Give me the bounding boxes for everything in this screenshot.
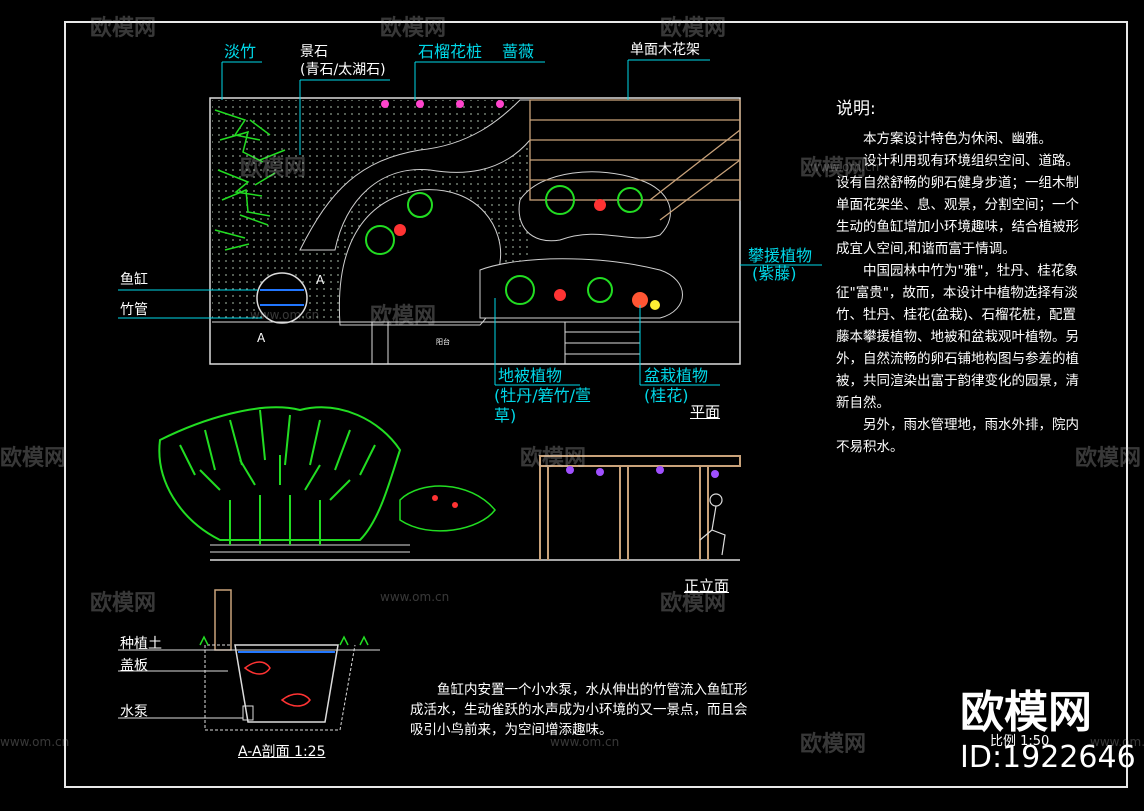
label-zhu-guan: 竹管 [120,302,148,318]
plan-boundary [209,97,741,365]
label-yang-tai: 阳台 [436,338,450,346]
watermark-url: www.om.cn [250,308,320,322]
notes-paragraph: 设计利用现有环境组织空间、道路。设有自然舒畅的卵石健身步道；一组木制单面花架坐、… [836,153,1079,257]
grass-section [199,635,369,646]
section-title: A-A剖面 1:25 [238,744,326,760]
brand-id: ID:1922646 [960,740,1136,775]
drain-pipe [371,321,389,365]
pump-description: 鱼缸内安置一个小水泵，水从伸出的竹管流入鱼缸形成活水，生动雀跃的水声成为小环境的… [410,680,755,740]
watermark-brand: 欧模网 [90,16,157,41]
bamboo-plan [214,109,286,251]
brand-logo: 欧模网 [960,687,1092,738]
watermark-url: www.om.cn [810,160,880,174]
label-mu-hua-jia: 单面木花架 [630,42,700,58]
watermark-url: www.om.cn [380,590,450,604]
label-dan-zhu: 淡竹 [224,42,257,61]
label-pan-yuan: 攀援植物 [748,246,813,265]
watermark-brand: 欧模网 [660,591,727,616]
drawing-frame [64,21,1128,788]
shrub-elevation [399,485,496,532]
pump-description-text: 鱼缸内安置一个小水泵，水从伸出的竹管流入鱼缸形成活水，生动雀跃的水声成为小环境的… [410,682,748,738]
label-jing-shi-type: (青石/太湖石) [300,62,386,78]
label-zi-teng: (紫藤) [752,264,797,283]
elevation-view [158,406,741,561]
label-shui-beng: 水泵 [120,704,148,720]
notes-paragraph: 中国园林中竹为"雅"，牡丹、桂花象征"富贵"，故而，本设计中植物选择有淡竹、牡丹… [836,263,1079,411]
elevation-title: 正立面 [684,577,730,595]
watermark-url: www.om.cn [1090,735,1144,749]
label-jing-shi: 景石 [300,44,328,60]
section-mark-top: A [316,273,325,287]
label-di-bei-species-2: 草) [494,406,517,425]
watermark-brand: 欧模网 [800,156,867,181]
design-notes: 说明: 本方案设计特色为休闲、幽雅。 设计利用现有环境组织空间、道路。设有自然舒… [836,98,1086,458]
steps [564,321,641,365]
watermark-brand: 欧模网 [380,16,447,41]
label-di-bei: 地被植物 [498,366,563,385]
label-gui-hua: (桂花) [644,386,689,405]
wisteria [566,466,719,478]
pergola-plan [529,99,741,221]
label-shi-liu: 石榴花桩 [418,42,483,61]
lower-bed [479,258,683,319]
tank-section [234,644,339,723]
notes-paragraph: 本方案设计特色为休闲、幽雅。 [863,131,1052,147]
fence [210,544,410,553]
label-yu-gang: 鱼缸 [120,272,148,288]
section-mark-bottom: A [257,331,266,345]
scale-note: 比例 1:50 [990,734,1050,749]
bamboo-pipe-section [214,589,232,651]
label-qiang-wei: 蔷薇 [502,42,535,61]
watermark-url: www.om.cn [0,735,70,749]
watermark-brand: 欧模网 [800,732,867,757]
watermark-brand: 欧模网 [90,591,157,616]
bamboo-grove-elevation [158,406,402,545]
plan-view [209,97,741,365]
watermark-brand: 欧模网 [660,16,727,41]
plan-title: 平面 [690,403,721,421]
watermark-brand: 欧模网 [0,446,67,471]
watermark-brand: 欧模网 [370,304,437,329]
section-leaders [118,649,243,719]
label-di-bei-species: (牡丹/箬竹/萱 [494,386,592,405]
label-pen-zai: 盆栽植物 [644,366,709,385]
section-view [118,589,380,731]
leader-lines [118,59,822,386]
notes-paragraph: 另外，雨水管理地，雨水外排，院内不易积水。 [836,417,1079,455]
fish-tank-plan [256,272,308,324]
flowering-shrubs [365,185,660,310]
watermark-brand: 欧模网 [520,446,587,471]
label-gai-ban: 盖板 [120,658,148,674]
watermark-brand: 欧模网 [240,156,307,181]
rose-row [381,100,504,108]
pergola-elevation [539,455,741,560]
label-zhong-zhi-tu: 种植土 [120,636,162,652]
seated-figure [699,493,726,556]
notes-heading: 说明: [836,99,876,119]
watermark-brand: 欧模网 [1075,446,1142,471]
watermark-url: www.om.cn [550,735,620,749]
